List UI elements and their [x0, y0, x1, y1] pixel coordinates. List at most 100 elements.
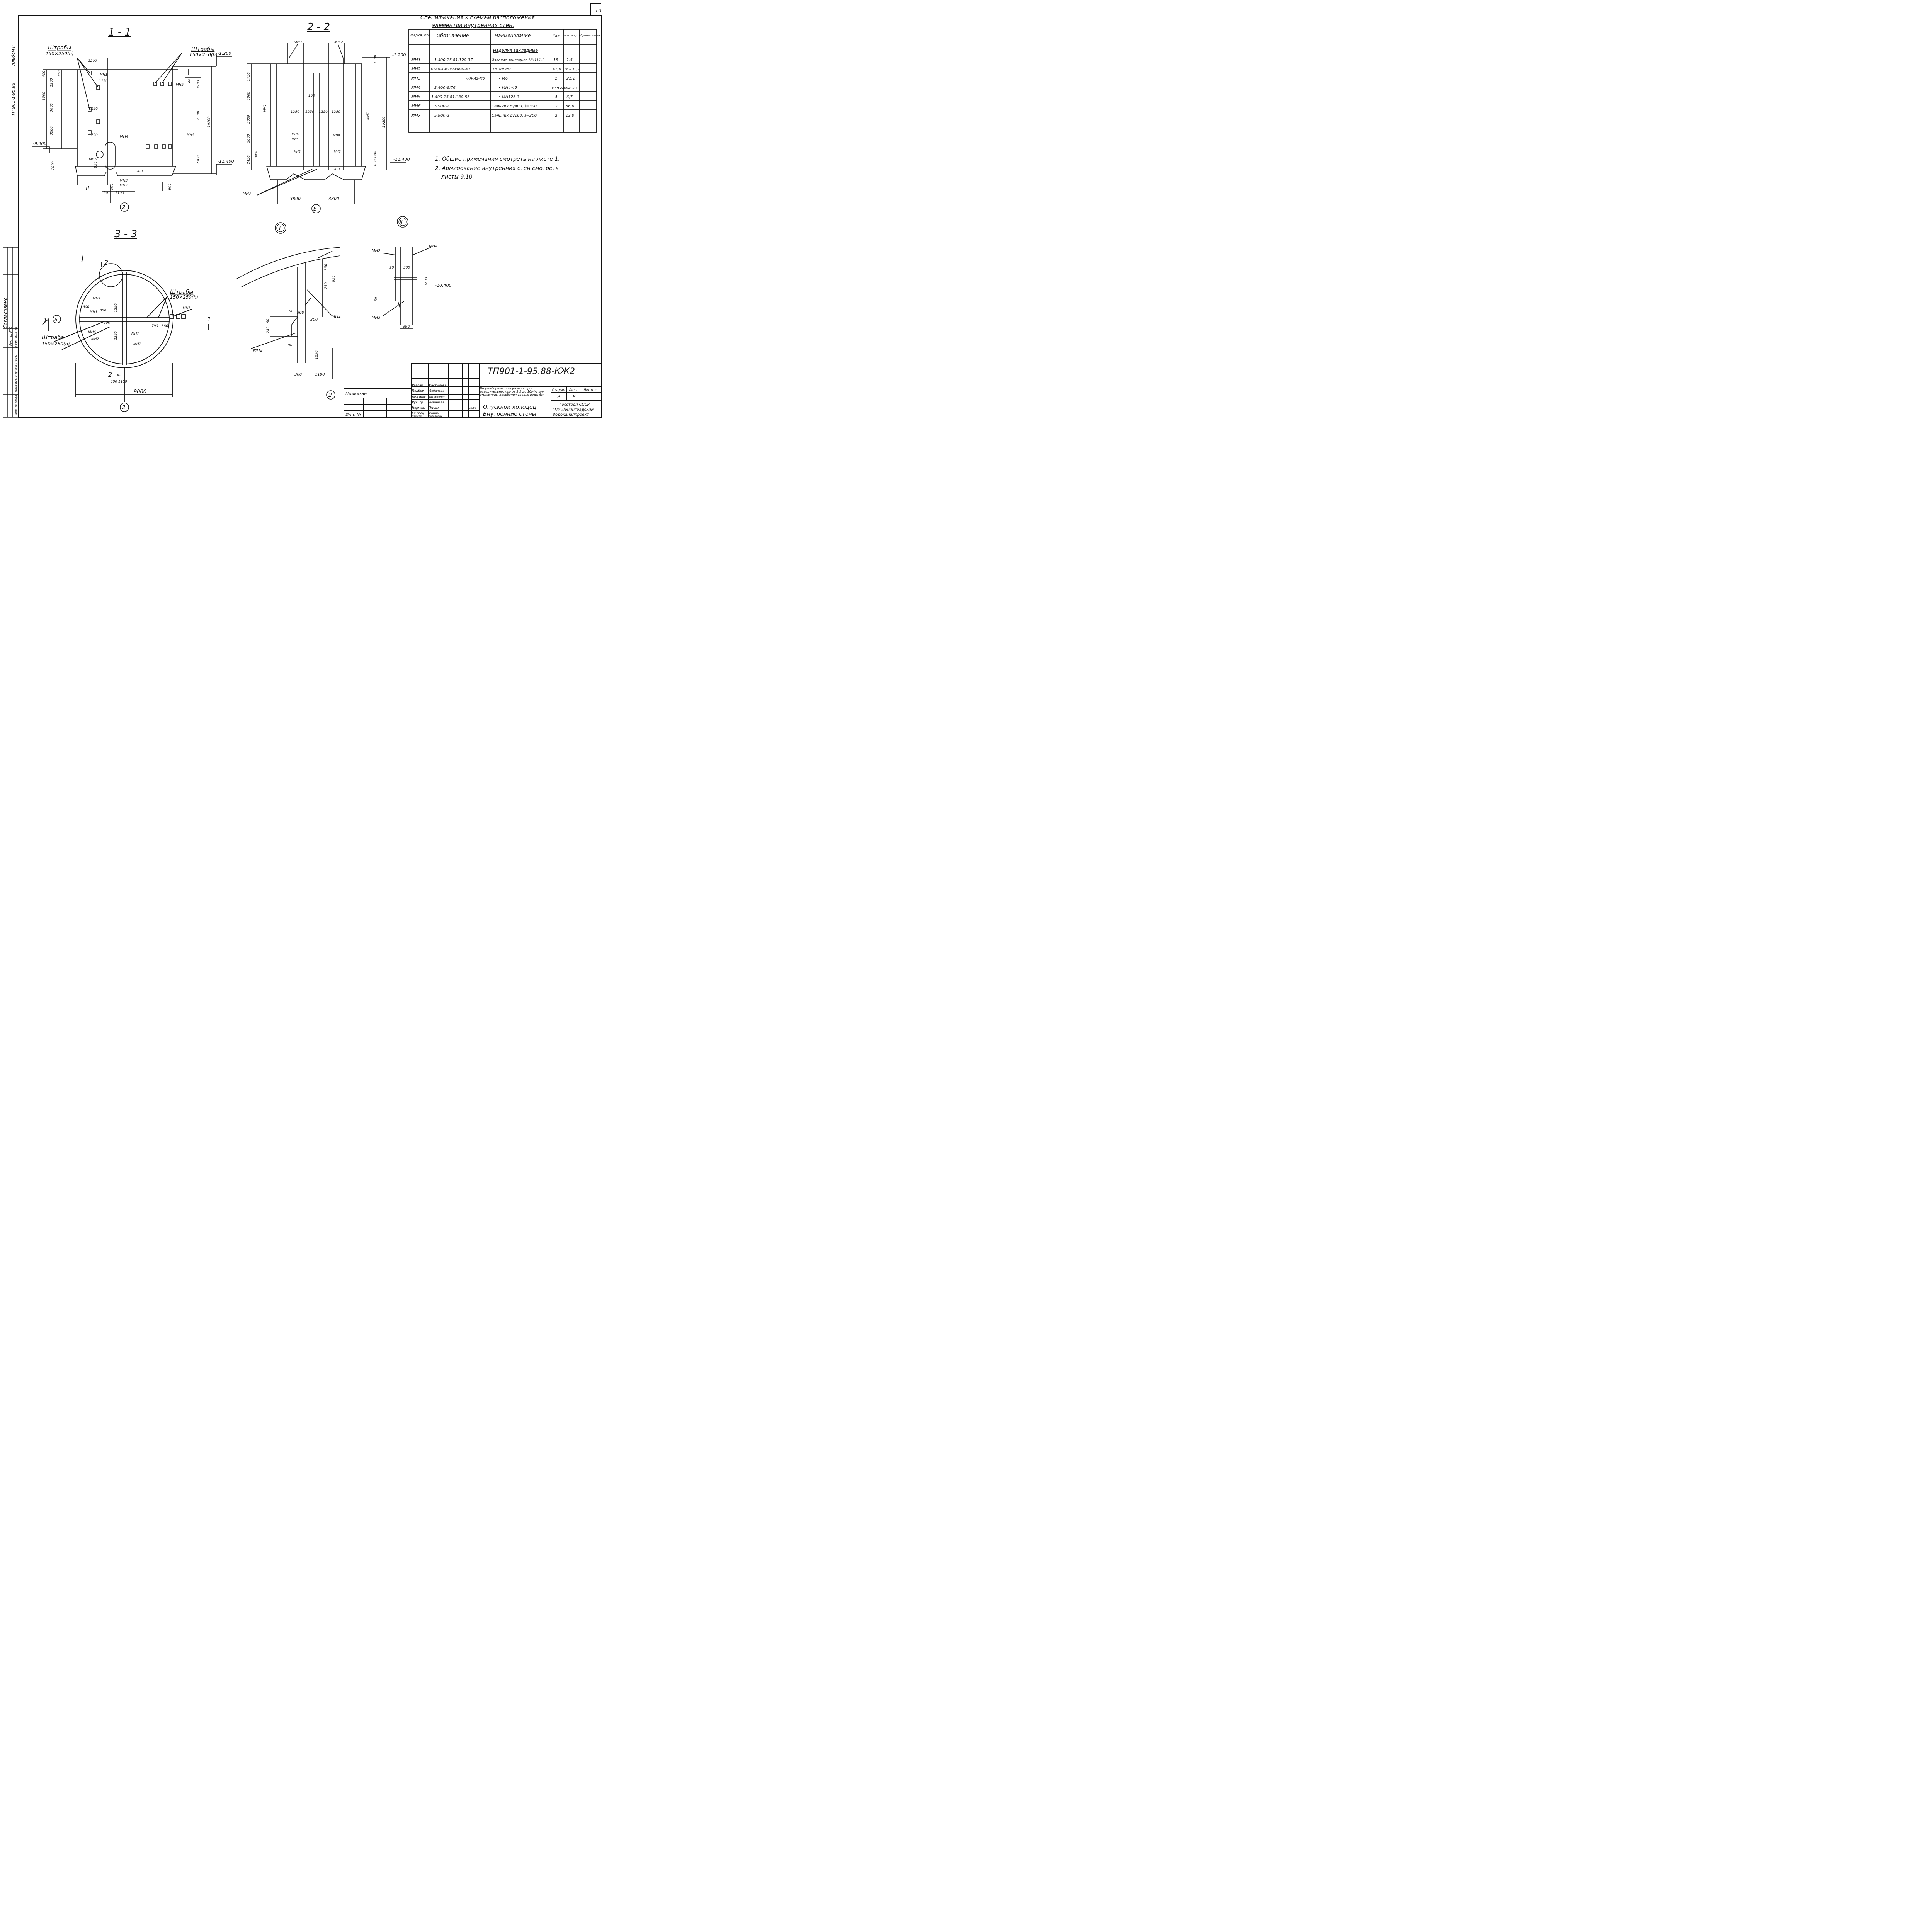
dim-3800-22b: 3800	[328, 196, 339, 201]
dim-250-i: 250	[324, 282, 328, 289]
spec-title-1: Спецификация к схемам расположения	[420, 15, 535, 21]
elev-11400-11: -11.400	[218, 159, 234, 164]
section-2-2: 2 - 2	[243, 21, 410, 213]
spec-row-0-qty: 18	[553, 58, 558, 62]
mh5-label-11b: МН5	[187, 133, 195, 137]
mh2-label-22a: МН2	[294, 40, 303, 44]
spec-row-3-qty: 8,4м 2,5	[552, 86, 565, 90]
arrow-mark-2-bottom: 2	[108, 371, 112, 378]
name-0: Кастылева	[429, 384, 447, 387]
date-label: 05.88	[469, 406, 477, 410]
mh5-label-33: МН5	[183, 306, 191, 310]
mh1-label-22b: МН1	[366, 112, 370, 120]
note-1: 1. Общие примечания смотреть на листе 1.	[435, 156, 560, 162]
dim-3000-11a: 3000	[50, 103, 54, 112]
spec-row-3-mark: МН4	[411, 85, 421, 90]
mh4-label-ii: МН4	[429, 244, 438, 248]
spec-row-1-mass: 1п.м 16,5	[564, 68, 579, 71]
strip-cell-3: Подпись и дата	[14, 367, 18, 392]
dim-6000-11: 6000	[197, 111, 201, 120]
mh2-label-22b: МН2	[334, 40, 343, 44]
dim-1250-22a: 1250	[291, 110, 299, 114]
elev-11400-22: -11.400	[393, 157, 410, 162]
dim-880-33: 880	[162, 324, 168, 328]
spec-h-note: Приме- чание	[580, 34, 600, 37]
node-ii-title: II	[400, 220, 403, 226]
dim-300-33b: 300	[111, 380, 117, 384]
dim-900-33: 900	[104, 321, 110, 325]
dim-300-ib: 300	[310, 318, 318, 322]
dim-3800-22a: 3800	[290, 196, 301, 201]
dim-790-33: 790	[151, 324, 158, 328]
dim-3000-22c: 3000	[247, 134, 251, 143]
elev-1200-22: -1.200	[392, 53, 406, 58]
dim-300-33a: 300	[116, 374, 122, 378]
spec-row-4-mass: 6,7	[566, 95, 573, 99]
shtraba-label-33: Штраба	[42, 335, 64, 341]
dim-3000-22a: 3000	[247, 92, 251, 100]
dim-950-11: 950	[94, 162, 98, 168]
shtraby-size-11: 150×250(h)	[46, 51, 74, 56]
mh1-label-11: МН1	[100, 73, 107, 77]
role-6: Нач.отд.	[412, 415, 422, 418]
strip-cell-2: Инв. № подл.	[14, 394, 18, 415]
dim-1250-22c: 1250	[319, 110, 328, 114]
spec-row-5-mark: МН6	[411, 104, 421, 109]
mh1-label-33a: МН1	[90, 310, 97, 314]
dim-1900-11r: 1900	[197, 80, 201, 89]
drawing-code: ТП901-1-95.88-КЖ2	[488, 367, 575, 376]
axis-2-label-i: 2	[328, 392, 332, 398]
section-mark-3: 3	[187, 79, 190, 85]
dim-300-ia: 300	[297, 311, 304, 315]
dim-1000-22a: 1000	[374, 55, 378, 64]
shtraby-label-33: Штрабы	[170, 289, 193, 295]
elev-10400: -10.400	[435, 283, 451, 288]
spec-row-5-qty: 1	[556, 104, 558, 109]
dim-3950-22: 3950	[255, 150, 259, 158]
strip-cell-1: Подпись	[14, 355, 18, 369]
spec-row-3-mass: 1п.м 9,4	[564, 86, 577, 90]
dim-1750-11: 1750	[58, 70, 61, 79]
spec-row-0-name: Изделие закладное МН111-2	[492, 58, 544, 62]
role-2: Вед.инж.	[412, 395, 427, 399]
spec-h-mass: Масса ед. кг	[564, 34, 582, 37]
dim-10200-22: 10200	[382, 116, 386, 128]
spec-row-4-mark: МН5	[411, 94, 421, 99]
name-5: Ханин	[429, 412, 439, 415]
section-3-3-title: 3 - 3	[114, 228, 137, 240]
page-number: 10	[595, 8, 602, 14]
org-line-3: Водоканалпроект	[553, 413, 589, 417]
section-mark-1-right: 1	[207, 316, 211, 323]
inv-label: Инв. №	[345, 412, 361, 417]
spec-row-5-code: 5.900-2	[434, 104, 449, 109]
name-4: Жилы	[429, 406, 439, 410]
dim-200-22: 200	[333, 168, 340, 172]
note-2: 2. Армирование внутренних стен смотреть	[435, 165, 559, 172]
dim-50-ii: 50	[374, 297, 378, 301]
role-5: Гл.спец.	[412, 412, 425, 415]
mh3-label-22b: МН3	[334, 150, 341, 153]
dim-390-ii: 390	[403, 325, 410, 329]
name-1: Лобачева	[429, 389, 444, 393]
node-mark-ii-11: II	[86, 185, 89, 192]
dim-2450-22: 2450	[247, 155, 251, 164]
spec-row-2-code: -КЖИ2-М6	[466, 77, 485, 81]
spec-row-1-mark: МН2	[411, 66, 421, 71]
node-mark-i-33: I	[81, 255, 84, 264]
dim-1750-22: 1750	[247, 72, 251, 81]
dim-2300-11: 2300	[197, 155, 201, 164]
drawing-canvas: 10 ТП 901-1-95.88 Альбом II Согласовано …	[3, 3, 602, 418]
mh2-label-33b: МН2	[91, 337, 99, 341]
dim-1400-ii: 1400	[425, 277, 429, 286]
dim-400-11: 400	[42, 71, 46, 77]
drawing-sheet: 10 ТП 901-1-95.88 Альбом II Согласовано …	[0, 0, 606, 429]
dim-1100-11: 1100	[115, 191, 124, 195]
dim-1250-i: 1250	[315, 350, 319, 359]
section-2-2-title: 2 - 2	[307, 21, 330, 33]
dim-3000-11b: 3000	[50, 126, 54, 135]
node-ii-detail: II МН2 МН4 МН3 -10.400 90 300 1400 50 39…	[372, 216, 451, 329]
dim-1900-11: 1900	[50, 78, 54, 87]
spec-row-4-name: • МН126-3	[498, 95, 519, 99]
mh6-label-33: МН6	[88, 330, 96, 334]
spec-row-3-name: • МН4-46	[498, 86, 517, 90]
